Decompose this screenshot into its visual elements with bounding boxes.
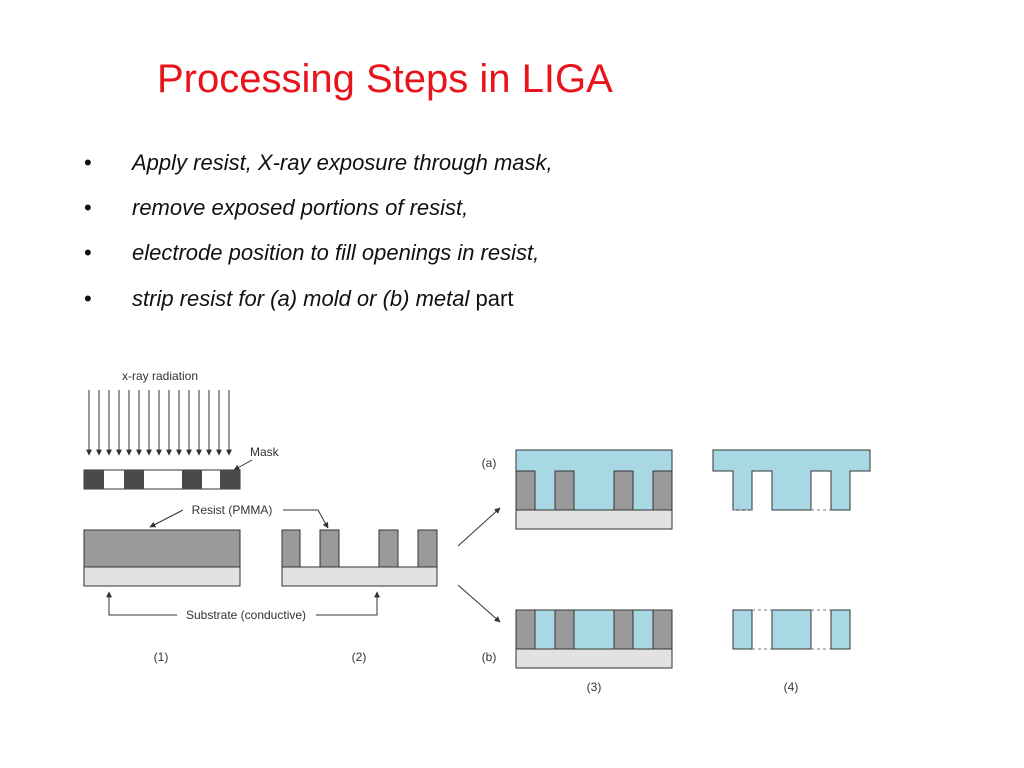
step-4a-mold [712,449,871,511]
step-3b-electroplated: (3) [515,609,673,694]
resist-post [515,609,536,650]
resist-post [652,609,673,650]
metal-part [830,609,851,650]
step-3a-electroplated [515,449,673,530]
mask [83,469,241,490]
branch-arrow-a [457,507,501,547]
mask-pointer [233,459,253,471]
mask-opaque-region [220,470,240,489]
mask-opaque-region [124,470,144,489]
resist-label: Resist (PMMA) [192,503,273,517]
resist-post [281,529,301,568]
step-4b-metal-part: (4) [732,609,851,694]
substrate-label: Substrate (conductive) [186,608,306,622]
resist-post [378,529,399,568]
resist-post [515,470,536,511]
step-2-label: (2) [352,650,367,664]
substrate-pointer-left [106,591,177,616]
resist-post [417,529,438,568]
route-a-label: (a) [482,456,497,470]
substrate-layer [515,509,673,530]
route-b-label: (b) [482,650,497,664]
substrate-layer [281,566,438,587]
resist-post [319,529,340,568]
resist-post [554,609,575,650]
radiation-label: x-ray radiation [122,369,198,383]
resist-layer [83,529,241,568]
substrate-layer [515,648,673,669]
substrate-layer [83,566,241,587]
metal-fill [515,449,673,511]
metal-part [771,609,812,650]
substrate-pointer-right [316,591,380,616]
metal-part [732,609,753,650]
mask-opaque-region [84,470,104,489]
metal-fill [515,609,673,650]
resist-post [613,609,634,650]
branch-arrow-b [457,584,501,623]
xray-arrows [86,390,232,456]
step-2-developed: (2) [281,529,438,664]
mask-outline [83,469,241,490]
step-4-label: (4) [784,680,799,694]
resist-post [652,470,673,511]
slide-title: Processing Steps in LIGA [157,57,613,101]
resist-post [554,470,575,511]
step-1-label: (1) [154,650,169,664]
mask-label: Mask [250,445,280,459]
step-3-label: (3) [587,680,602,694]
mask-opaque-region [182,470,202,489]
resist-post [613,470,634,511]
step-1-exposure: x-ray radiation [83,369,280,664]
resist-pointer-right [283,509,329,529]
metal-mold [712,449,871,511]
resist-pointer-left [149,509,184,528]
